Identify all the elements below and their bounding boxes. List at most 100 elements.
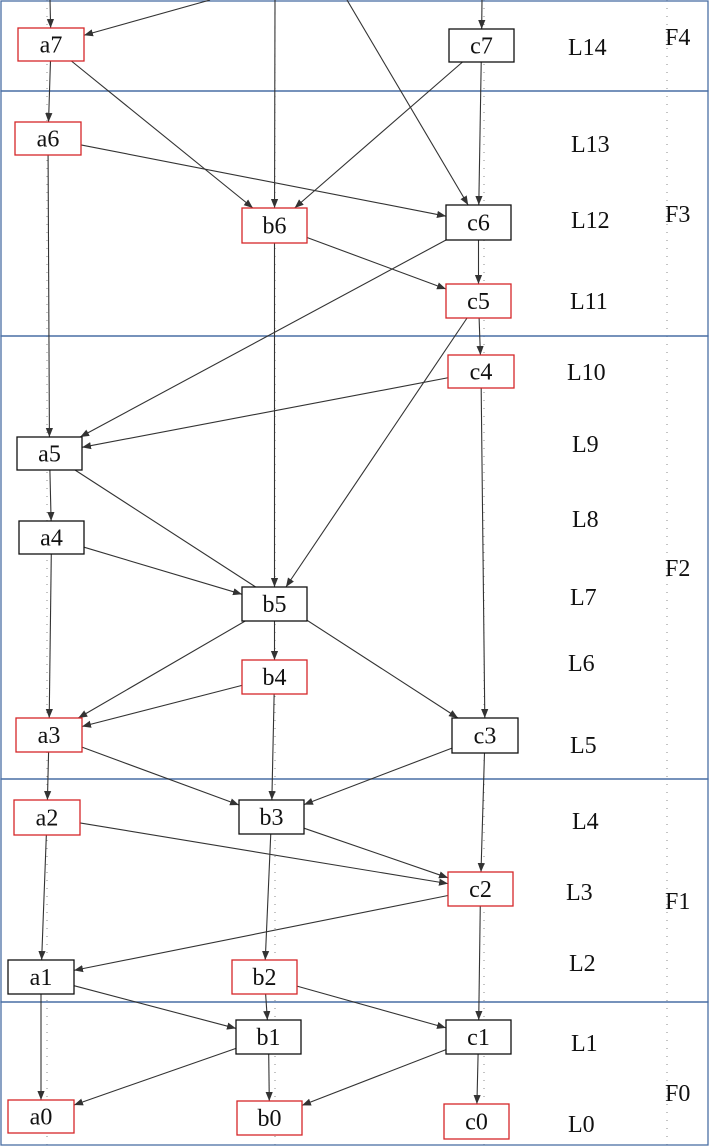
level-label: L0	[568, 1112, 595, 1138]
level-label: L9	[572, 432, 599, 458]
level-label: L4	[572, 809, 599, 835]
node-box	[235, 1019, 302, 1055]
frame-label: F2	[665, 556, 690, 582]
node-label: c2	[469, 877, 492, 903]
node-label: a7	[40, 33, 63, 59]
node-label: c7	[470, 34, 493, 60]
edge-b2-b1	[263, 993, 271, 1021]
node-a1: a1	[7, 959, 75, 995]
edge-incoming-a7	[46, 0, 55, 29]
node-box	[231, 959, 298, 995]
edge-a5-a4	[47, 469, 55, 522]
node-a5: a5	[16, 436, 83, 471]
node-label: b1	[257, 1025, 281, 1051]
level-label: L11	[570, 289, 608, 315]
frame-label: F1	[665, 889, 690, 915]
edge-b4-b3	[268, 693, 276, 801]
node-label: b6	[263, 214, 287, 240]
node-box	[445, 204, 512, 241]
level-label: L6	[568, 651, 595, 677]
frame-band	[0, 778, 709, 1003]
node-c7: c7	[448, 28, 515, 63]
edge-b6-c5	[306, 237, 447, 290]
node-box	[7, 1099, 75, 1134]
node-c6: c6	[445, 204, 512, 241]
node-box	[241, 207, 308, 244]
edge-c5-c4	[476, 317, 484, 356]
node-a0: a0	[7, 1099, 75, 1134]
node-box	[13, 799, 81, 836]
node-b4: b4	[241, 659, 308, 695]
edge-b5-a3	[77, 620, 246, 719]
node-a3: a3	[15, 717, 83, 753]
node-label: a3	[38, 723, 61, 749]
node-box	[18, 520, 85, 555]
node-label: a0	[30, 1105, 53, 1131]
node-b2: b2	[231, 959, 298, 995]
node-a7: a7	[17, 27, 85, 62]
node-label: a1	[30, 965, 53, 991]
node-b1: b1	[235, 1019, 302, 1055]
level-label: L1	[571, 1031, 598, 1057]
edge-a7-a6	[45, 60, 53, 123]
node-label: c0	[465, 1110, 488, 1136]
edge-a6-c6	[80, 144, 447, 218]
level-label: L5	[570, 733, 597, 759]
node-box	[241, 659, 308, 695]
node-a4: a4	[18, 520, 85, 555]
edge-incoming-c6	[346, 0, 469, 206]
node-label: a4	[40, 526, 63, 552]
node-box	[15, 717, 83, 753]
node-label: b3	[260, 805, 284, 831]
node-label: c3	[474, 724, 497, 750]
edge-b3-b2	[262, 833, 272, 961]
node-box	[14, 121, 82, 156]
level-label: L14	[568, 35, 607, 61]
node-c0: c0	[443, 1103, 510, 1140]
edge-a6-a5	[45, 154, 53, 438]
node-c5: c5	[445, 283, 512, 319]
edge-c5-b5	[285, 317, 468, 588]
edge-c4-c3	[480, 387, 489, 719]
level-label: L3	[566, 880, 593, 906]
node-box	[236, 1100, 303, 1136]
node-label: a2	[36, 806, 59, 832]
edge-c1-b0	[301, 1049, 447, 1106]
edge-a7-b6	[71, 60, 254, 209]
node-box	[451, 717, 519, 754]
node-c3: c3	[451, 717, 519, 754]
node-label: c1	[467, 1025, 490, 1051]
edge-c6-a5	[79, 239, 447, 438]
node-b3: b3	[238, 799, 305, 835]
edges	[37, 0, 489, 1106]
node-box	[445, 283, 512, 319]
node-box	[447, 871, 514, 907]
node-box	[447, 354, 515, 389]
node-box	[16, 436, 83, 471]
node-label: c6	[467, 211, 490, 237]
edge-b2-c1	[296, 985, 447, 1029]
edge-a4-a3	[45, 553, 53, 719]
edge-b1-b0	[265, 1053, 273, 1102]
node-box	[7, 959, 75, 995]
edge-b1-a0	[73, 1047, 237, 1106]
node-c1: c1	[445, 1019, 512, 1055]
node-label: c5	[467, 289, 490, 315]
node-b6: b6	[241, 207, 308, 244]
edge-c4-a5	[81, 377, 449, 450]
edge-c7-c6	[475, 61, 483, 206]
node-box	[241, 586, 308, 622]
edge-a3-a2	[44, 751, 52, 801]
node-label: c4	[470, 360, 493, 386]
edge-c2-c1	[475, 905, 483, 1021]
edge-a1-b1	[73, 985, 237, 1030]
frame-band	[0, 335, 709, 780]
level-label: L13	[571, 132, 610, 158]
edge-incoming-a7-diag	[83, 0, 211, 37]
node-a2: a2	[13, 799, 81, 836]
frame-label: F4	[665, 25, 690, 51]
